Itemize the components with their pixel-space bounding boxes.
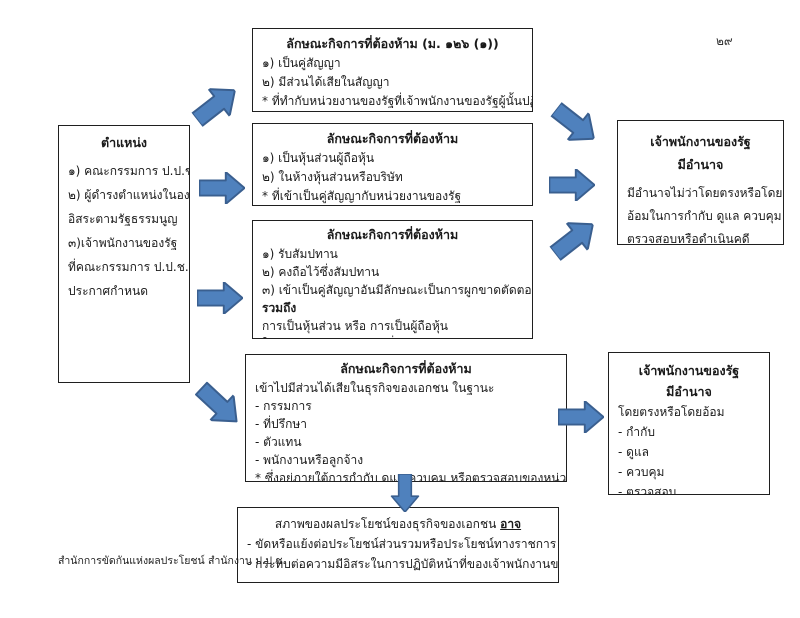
arrow-box2-to-authority-icon: [549, 169, 595, 201]
position-box-line: ๓)เจ้าพนักงานของรัฐ: [68, 236, 178, 250]
conflict-box-title-emphasis: อาจ: [500, 517, 522, 531]
authority-box-bottom-line: โดยตรงหรือโดยอ้อม: [618, 405, 725, 419]
arrow-box4-to-authority2-icon: [558, 401, 604, 433]
prohibited-box-3-line: ๒) คงถือไว้ซึ่งสัมปทาน: [262, 265, 380, 279]
arrow-box4-to-conflict-icon: [389, 474, 421, 512]
authority-box-bottom-line: - ตรวจสอบ: [618, 485, 677, 495]
prohibited-box-4-line: - ที่ปรึกษา: [255, 417, 308, 431]
arrow-position-to-box4-icon: [189, 376, 249, 435]
conflict-box-line: - ขัดหรือแย้งต่อประโยชน์ส่วนรวมหรือประโย…: [247, 537, 557, 551]
conflict-box-line: - กระทบต่อความมีอิสระในการปฏิบัติหน้าที่…: [247, 557, 559, 571]
prohibited-activities-box-4: ลักษณะกิจการที่ต้องห้าม เข้าไปมีส่วนได้เ…: [245, 354, 567, 482]
prohibited-box-4-line: - พนักงานหรือลูกจ้าง: [255, 453, 364, 467]
conflict-consequence-box: สภาพของผลประโยชน์ของธุรกิจของเอกชน อาจ -…: [237, 507, 559, 583]
authority-box-top: เจ้าพนักงานของรัฐ มีอำนาจ มีอำนาจไม่ว่าโ…: [617, 120, 784, 245]
prohibited-box-2-line: ๑) เป็นหุ้นส่วนผู้ถือหุ้น: [262, 151, 375, 165]
position-box: ตำแหน่ง ๑) คณะกรรมการ ป.ป.ช. ๒) ผู้ดำรงต…: [58, 125, 190, 383]
prohibited-activities-box-3: ลักษณะกิจการที่ต้องห้าม ๑) รับสัมปทาน ๒)…: [252, 220, 533, 339]
authority-box-top-title-line1: เจ้าพนักงานของรัฐ: [650, 134, 751, 149]
conflict-box-title: สภาพของผลประโยชน์ของธุรกิจของเอกชน: [274, 517, 501, 531]
position-box-line: ที่คณะกรรมการ ป.ป.ช.: [68, 260, 189, 274]
prohibited-box-4-line: - ตัวแทน: [255, 435, 302, 449]
authority-box-bottom-line: - ควบคุม: [618, 465, 665, 479]
page-number: ๒๙: [716, 34, 733, 48]
prohibited-box-1-title: ลักษณะกิจการที่ต้องห้าม (ม. ๑๒๖ (๑)): [286, 36, 499, 51]
position-box-line: ประกาศกำหนด: [68, 284, 149, 298]
prohibited-box-4-line: - กรรมการ: [255, 399, 312, 413]
footer-note: สำนักการขัดกันแห่งผลประโยชน์ สำนักงาน ป.…: [58, 555, 286, 567]
authority-box-bottom-line: - ดูแล: [618, 445, 650, 459]
prohibited-box-4-line: เข้าไปมีส่วนได้เสียในธุรกิจของเอกชน ในฐา…: [255, 381, 495, 395]
authority-box-bottom-title-line1: เจ้าพนักงานของรัฐ: [638, 363, 740, 378]
prohibited-box-2-line: * ที่เข้าเป็นคู่สัญญากับหน่วยงานของรัฐ: [262, 189, 462, 203]
arrow-position-to-box3-icon: [197, 282, 243, 314]
authority-box-bottom: เจ้าพนักงานของรัฐ มีอำนาจ โดยตรงหรือโดยอ…: [608, 352, 770, 495]
prohibited-box-3-subheading: รวมถึง: [262, 301, 297, 315]
prohibited-box-2-title: ลักษณะกิจการที่ต้องห้าม: [326, 131, 459, 146]
prohibited-activities-box-1: ลักษณะกิจการที่ต้องห้าม (ม. ๑๒๖ (๑)) ๑) …: [252, 28, 533, 112]
position-box-line: อิสระตามรัฐธรรมนูญ: [68, 212, 178, 226]
position-box-title: ตำแหน่ง: [100, 135, 148, 150]
authority-box-top-line: มีอำนาจไม่ว่าโดยตรงหรือโดย: [627, 186, 783, 200]
authority-box-bottom-title-line2: มีอำนาจ: [666, 384, 712, 399]
prohibited-box-1-line: * ที่ทำกับหน่วยงานของรัฐที่เจ้าพนักงานขอ…: [262, 94, 532, 108]
authority-box-top-line: ตรวจสอบหรือดำเนินคดี: [627, 232, 750, 245]
authority-box-top-title-line2: มีอำนาจ: [677, 157, 724, 172]
authority-box-top-line: อ้อมในการกำกับ ดูแล ควบคุม: [627, 209, 782, 223]
prohibited-box-3-line: การเป็นหุ้นส่วน หรือ การเป็นผู้ถือหุ้น: [262, 319, 448, 333]
arrow-position-to-box2-icon: [199, 172, 245, 204]
prohibited-box-1-line: ๒) มีส่วนได้เสียในสัญญา: [262, 75, 390, 89]
position-box-line: ๑) คณะกรรมการ ป.ป.ช.: [68, 164, 190, 178]
prohibited-box-1-line: ๑) เป็นคู่สัญญา: [262, 56, 341, 70]
arrow-position-to-box1-icon: [187, 77, 246, 133]
prohibited-box-3-line: ๓) เข้าเป็นคู่สัญญาอันมีลักษณะเป็นการผูก…: [262, 283, 533, 297]
prohibited-box-2-line: ๒) ในห้างหุ้นส่วนหรือบริษัท: [262, 170, 403, 184]
authority-box-bottom-line: - กำกับ: [618, 425, 656, 439]
prohibited-box-3-line: ๑) รับสัมปทาน: [262, 247, 338, 261]
arrow-box3-to-authority-icon: [545, 211, 604, 267]
prohibited-box-4-title: ลักษณะกิจการที่ต้องห้าม: [340, 361, 472, 376]
prohibited-activities-box-2: ลักษณะกิจการที่ต้องห้าม ๑) เป็นหุ้นส่วนผ…: [252, 123, 533, 206]
prohibited-box-3-line: ในห้างหุ้นส่วนหรือบริษัทที่ดำเนินกิจการต…: [262, 335, 529, 338]
prohibited-box-3-title: ลักษณะกิจการที่ต้องห้าม: [326, 227, 459, 242]
arrow-box1-to-authority-icon: [546, 96, 605, 152]
position-box-line: ๒) ผู้ดำรงตำแหน่งในองค์กร: [68, 188, 190, 202]
